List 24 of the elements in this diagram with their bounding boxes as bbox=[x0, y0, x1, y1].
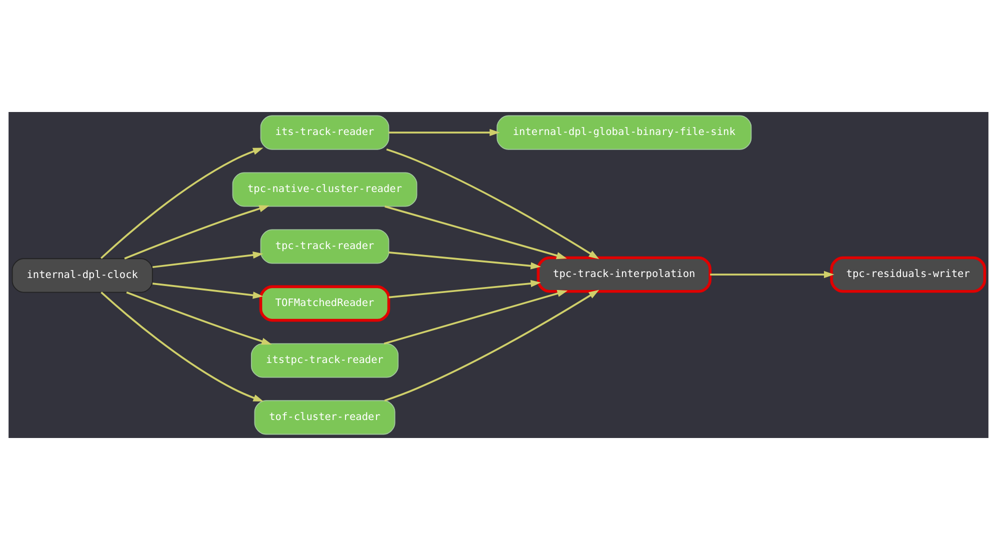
arrow bbox=[100, 147, 264, 258]
node-box: internal-dpl-clock bbox=[12, 258, 153, 292]
node-box: TOFMatchedReader bbox=[259, 284, 390, 322]
node-box: tpc-residuals-writer bbox=[830, 256, 986, 292]
arrow bbox=[384, 205, 567, 259]
arrow bbox=[384, 289, 568, 344]
node-box: internal-dpl-global-binary-file-sink bbox=[496, 114, 752, 150]
node-box: tpc-native-cluster-reader bbox=[232, 172, 418, 206]
arrow bbox=[124, 204, 270, 259]
arrow bbox=[384, 289, 600, 401]
node-box: itstpc-track-reader bbox=[250, 342, 399, 378]
arrow bbox=[710, 270, 834, 278]
node-box: tof-cluster-reader bbox=[254, 400, 396, 434]
node-box: its-track-reader bbox=[260, 114, 390, 150]
arrow bbox=[152, 282, 264, 298]
arrow bbox=[152, 250, 264, 268]
arrow bbox=[388, 128, 500, 136]
node-box: tpc-track-reader bbox=[260, 228, 390, 264]
arrow bbox=[388, 251, 541, 269]
arrow bbox=[100, 291, 264, 402]
arrow bbox=[388, 279, 541, 298]
arrow bbox=[126, 291, 272, 344]
node-box: tpc-track-interpolation bbox=[536, 256, 712, 292]
arrow bbox=[386, 148, 600, 259]
